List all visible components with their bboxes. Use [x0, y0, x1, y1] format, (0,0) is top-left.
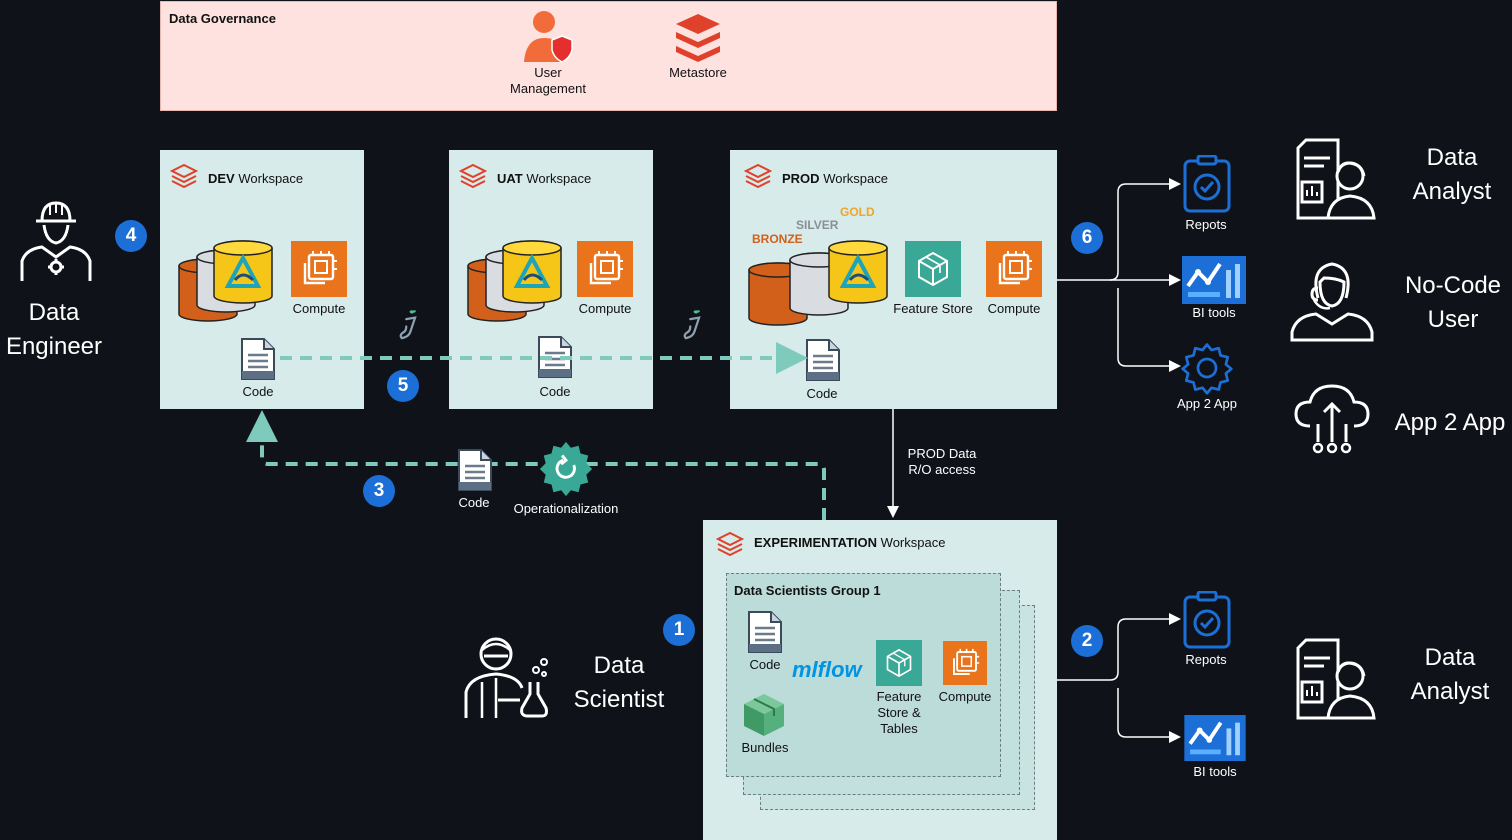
uat-suffix: Workspace — [526, 171, 592, 186]
uat-workspace-title: UAT Workspace — [497, 171, 591, 186]
group-title: Data Scientists Group 1 — [734, 583, 881, 598]
operationalization-label: Operationalization — [513, 501, 619, 516]
dev-name: DEV — [208, 171, 235, 186]
user-management-icon — [524, 11, 573, 63]
exp-compute-label: Compute — [938, 689, 992, 704]
prod-compute-label: Compute — [987, 301, 1041, 316]
silver-label: SILVER — [796, 218, 839, 232]
metastore-label: Metastore — [669, 65, 727, 80]
uat-code-label: Code — [539, 384, 571, 399]
step-badge-2: 2 — [1071, 625, 1103, 657]
uat-compute-label: Compute — [578, 301, 632, 316]
data-analyst-top-label: Data Analyst — [1412, 144, 1492, 205]
no-code-user-icon — [1290, 262, 1374, 342]
data-scientist-label: Data Scientist — [573, 652, 665, 713]
exp-workspace-title: EXPERIMENTATION Workspace — [754, 535, 945, 550]
dev-compute-label: Compute — [292, 301, 346, 316]
data-scientist-icon — [464, 637, 548, 718]
bottom-bi-label: BI tools — [1193, 764, 1237, 779]
top-app2app-label: App 2 App — [1177, 396, 1237, 411]
bronze-label: BRONZE — [752, 232, 803, 246]
prod-feature-store-label: Feature Store — [893, 301, 973, 316]
prod-name: PROD — [782, 171, 820, 186]
top-bi-label: BI tools — [1192, 305, 1236, 320]
step-badge-5: 5 — [387, 370, 419, 402]
no-code-user-label: No-Code User — [1404, 272, 1502, 333]
flow-code-label: Code — [458, 495, 490, 510]
exp-suffix: Workspace — [880, 535, 946, 550]
top-reports-label: Repots — [1185, 217, 1227, 232]
step-badge-1: 1 — [663, 614, 695, 646]
metastore-icon — [676, 14, 720, 62]
data-engineer-label: Data Engineer — [5, 299, 103, 360]
reports-icon[interactable] — [1183, 155, 1231, 213]
dev-workspace-title: DEV Workspace — [208, 171, 303, 186]
data-analyst-bottom-label: Data Analyst — [1410, 644, 1490, 705]
dev-suffix: Workspace — [238, 171, 304, 186]
data-analyst-icon — [1296, 138, 1376, 220]
bi-tools-icon[interactable] — [1182, 256, 1246, 304]
exp-feature-label: Feature Store & Tables — [876, 689, 922, 736]
operationalization-gear-icon — [539, 441, 593, 497]
dev-code-label: Code — [242, 384, 274, 399]
app2app-gear-icon[interactable] — [1180, 341, 1234, 395]
step-badge-4: 4 — [115, 220, 147, 252]
app-2-app-label: App 2 App — [1394, 409, 1506, 436]
user-management-label: User Management — [510, 65, 586, 96]
bottom-outputs-connector — [1057, 613, 1181, 681]
governance-title: Data Governance — [169, 11, 276, 26]
prod-workspace-title: PROD Workspace — [782, 171, 888, 186]
app2app-cloud-icon — [1294, 384, 1370, 454]
step-badge-3: 3 — [363, 475, 395, 507]
bundles-icon — [744, 694, 784, 736]
bi-tools-icon[interactable] — [1183, 715, 1247, 761]
mlflow-icon: mlflow — [792, 657, 862, 682]
step-badge-6: 6 — [1071, 222, 1103, 254]
prod-suffix: Workspace — [823, 171, 888, 186]
exp-code-label: Code — [749, 657, 781, 672]
prod-data-access-label: PROD Data R/O access — [907, 446, 977, 477]
bottom-reports-label: Repots — [1185, 652, 1227, 667]
data-engineer-icon — [20, 201, 92, 281]
reports-icon[interactable] — [1183, 591, 1231, 649]
uat-name: UAT — [497, 171, 523, 186]
exp-name: EXPERIMENTATION — [754, 535, 878, 550]
prod-code-label: Code — [806, 386, 838, 401]
exp-bundles-label: Bundles — [741, 740, 789, 755]
code-icon — [457, 448, 493, 492]
data-analyst-icon — [1296, 638, 1376, 720]
data-governance-panel — [160, 1, 1057, 111]
gold-label: GOLD — [840, 205, 875, 219]
